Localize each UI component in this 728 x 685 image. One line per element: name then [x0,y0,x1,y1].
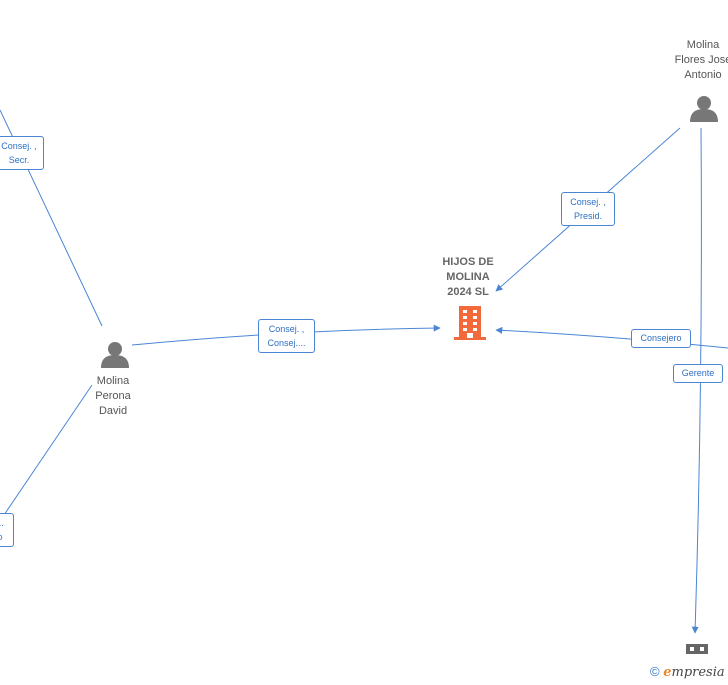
company-name[interactable]: HIJOS DE MOLINA 2024 SL [442,256,494,298]
edge-label[interactable]: Consej. , Consej.... [258,319,315,353]
copyright-icon: © [650,664,660,679]
edge-label[interactable]: Consejero [631,329,691,348]
footer-brand: © empresia [650,664,725,680]
person-icon[interactable] [690,96,718,122]
building-icon[interactable] [454,306,486,340]
small-building-icon[interactable] [686,644,708,654]
edge-line-bottom-left [3,384,93,516]
edge-label[interactable]: ... o [0,513,14,547]
person-icon[interactable] [101,342,129,368]
person-name[interactable]: Molina Perona David [95,375,131,417]
edge-line-consejero [495,326,728,349]
edge-label[interactable]: Consej. , Secr. [0,136,44,170]
edge-label[interactable]: Gerente [673,364,723,383]
edge-label[interactable]: Consej. , Presid. [561,192,615,226]
brand-logo: empresia [663,665,725,680]
person-name[interactable]: Molina Flores Jose Antonio [674,39,728,81]
